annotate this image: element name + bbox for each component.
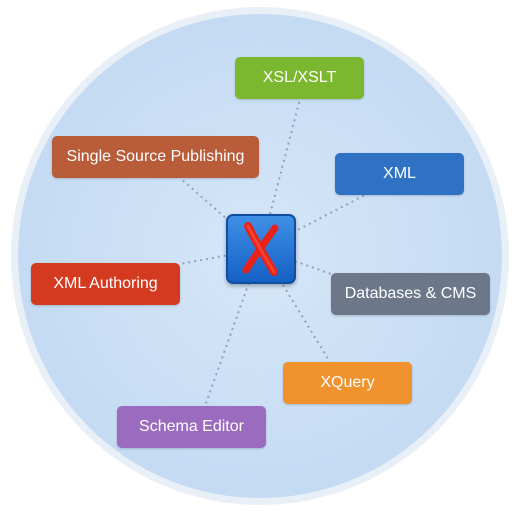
- node-xml-authoring: XML Authoring: [31, 263, 180, 305]
- node-xsl-xslt: XSL/XSLT: [235, 57, 364, 99]
- node-xquery: XQuery: [283, 362, 412, 404]
- oxygen-x-logo-icon: [226, 214, 296, 284]
- node-xml: XML: [335, 153, 464, 195]
- connector-xq: [260, 248, 331, 363]
- x-glyph: [242, 222, 279, 276]
- node-databases-cms: Databases & CMS: [331, 273, 490, 315]
- node-single-source-publishing: Single Source Publishing: [52, 136, 259, 178]
- node-schema-editor: Schema Editor: [117, 406, 266, 448]
- connector-schema: [204, 248, 262, 407]
